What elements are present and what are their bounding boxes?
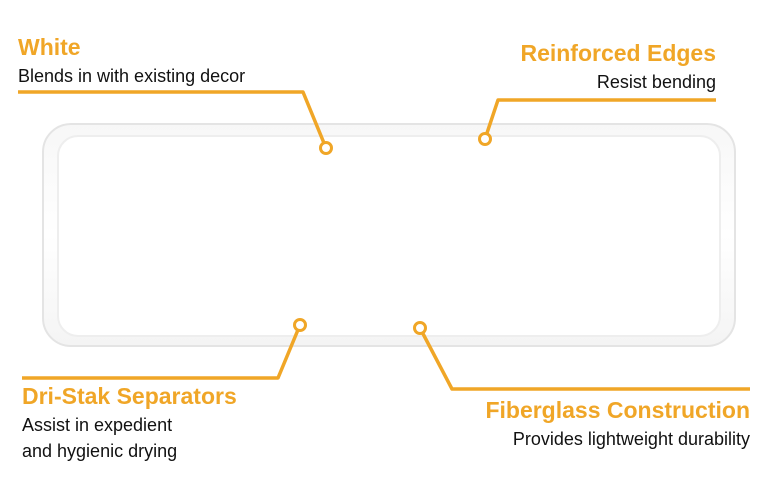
fiberglass-leader-line [418, 327, 750, 391]
reinforced-edges-leader-line [483, 98, 716, 140]
dri-stak-description-line2: and hygienic drying [22, 441, 178, 461]
white-marker [319, 141, 333, 155]
reinforced-edges-title: Reinforced Edges [520, 40, 716, 66]
tray-inner-surface [57, 135, 721, 337]
fiberglass-title: Fiberglass Construction [485, 397, 750, 423]
reinforced-edges-description: Resist bending [596, 72, 716, 92]
dri-stak-title: Dri-Stak Separators [22, 383, 237, 409]
fiberglass-marker [413, 321, 427, 335]
dri-stak-description-line1: Assist in expedient [22, 415, 173, 435]
tray-outer-rim [42, 123, 736, 347]
dri-stak-leader-line [22, 324, 302, 380]
reinforced-edges-marker [478, 132, 492, 146]
white-title: White [18, 34, 81, 60]
white-leader-line [18, 90, 328, 149]
dri-stak-marker [293, 318, 307, 332]
white-description: Blends in with existing decor [18, 66, 246, 86]
fiberglass-description: Provides lightweight durability [512, 429, 750, 449]
